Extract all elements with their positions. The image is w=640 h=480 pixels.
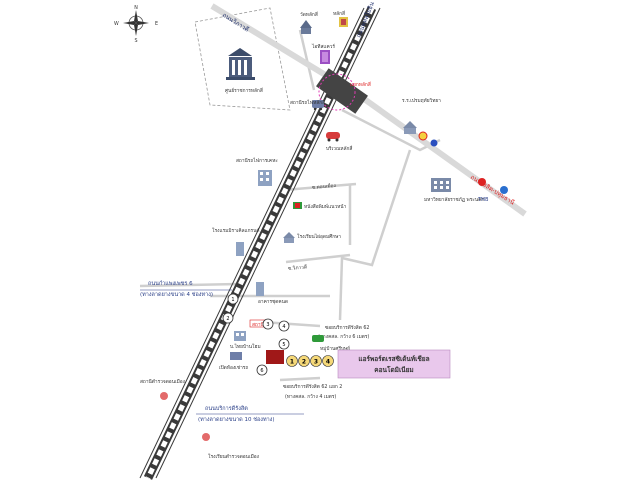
circle-marker: 4 — [278, 320, 290, 332]
circle-marker: 6 — [256, 364, 268, 376]
wat-lak-si-label: วัดหลักสี่ — [300, 11, 318, 18]
condo-icon — [236, 242, 244, 256]
service-road: ถนนบริการดีรังสิต — [205, 405, 248, 412]
soi-62: ซอยบริการดีรังสิต 62 — [325, 324, 369, 331]
lak-si-market-label: บริเวณหลักสี่ — [326, 145, 352, 152]
svg-text:4: 4 — [282, 324, 285, 330]
school-top-label: ร.ร.เปรมฤทัยวิทยา — [402, 98, 441, 104]
bridge-label: แยกหลักสี่ — [350, 81, 371, 88]
compass-n: N — [134, 5, 138, 11]
police-station-label: สถานีตำรวจดอนเมือง — [140, 378, 185, 385]
red-marker-icon — [478, 178, 486, 186]
svg-text:5: 5 — [282, 342, 285, 348]
plaza-icon — [339, 17, 348, 27]
bldg-under-label: อาคารชุดคนด — [258, 299, 288, 305]
shell-icon — [418, 131, 428, 141]
lak-si-plaza-label: หลักสี่ — [333, 10, 345, 17]
kamphaengphet-road: ถนนกำแพงเพชร 6 — [148, 280, 193, 287]
kan-station-label: สถานีรถไฟการเคหะ — [236, 157, 278, 164]
svg-text:1: 1 — [231, 297, 234, 303]
top-right-road-label: ถนนพหลโยธิน — [354, 1, 376, 39]
number-marker-1: 1 — [286, 355, 298, 367]
village-label: หมู่บ้านศรีบุษย์ — [320, 345, 350, 352]
circle-marker: 3 — [262, 318, 274, 330]
police-station-icon — [160, 392, 168, 400]
lak-si-interchange — [316, 68, 368, 114]
bike-shop-icon — [230, 352, 242, 360]
soi-2: ซ.วิภาวดี — [288, 263, 308, 272]
compass-e: E — [155, 21, 158, 27]
compass: N S E W — [114, 5, 158, 44]
number-marker-3: 3 — [310, 355, 322, 367]
car-icon — [326, 132, 340, 142]
circle-marker: 1 — [227, 293, 239, 305]
newspaper-icon — [293, 202, 302, 209]
subject-label-box — [337, 349, 451, 379]
kamphaengphet-sub: (ทางลาดยางขนาด 4 ช่องทาง) — [140, 291, 213, 298]
svg-text:2: 2 — [226, 316, 229, 322]
subject-location-marker — [266, 350, 284, 364]
soi-62-sub: (ทางคสล. กว้าง 6 เมตร) — [318, 333, 369, 340]
lak-si-station-label: สถานีรถไฟหลักสี่ — [290, 99, 325, 106]
university-icon — [431, 178, 451, 192]
insurance-label: หนังสือพิมพ์แนวหน้า — [304, 203, 347, 210]
school-top-icon — [403, 121, 417, 134]
building-icon — [258, 170, 272, 186]
railway — [139, 6, 381, 480]
svg-text:1: 1 — [290, 359, 294, 366]
number-marker-4: 4 — [322, 355, 334, 367]
it-square-icon — [320, 50, 330, 64]
village-icon — [312, 335, 324, 342]
svg-text:6: 6 — [260, 368, 263, 374]
hospital-icon — [202, 433, 210, 441]
government-center-label: ศูนย์ราชการหลักสี่ — [225, 87, 263, 94]
hospital-label: โรงเรียนตำรวจดอนเมือง — [208, 453, 259, 460]
train-icon — [312, 100, 324, 111]
svg-text:3: 3 — [266, 322, 269, 328]
government-center — [226, 48, 255, 80]
it-square-label: ไอทีสแควร์ — [311, 43, 335, 50]
circle-marker: 5 — [278, 338, 290, 350]
svg-text:3: 3 — [314, 359, 318, 366]
bldg-under-icon — [256, 282, 264, 296]
tmb-label: TMB — [477, 197, 488, 203]
interchange-circle — [318, 73, 356, 111]
temple-icon — [300, 20, 312, 34]
compass-w: W — [114, 21, 119, 27]
numbered-markers: 1 2 3 4 — [286, 355, 334, 367]
school-mid-icon — [283, 232, 295, 243]
station-box-label: สถานี — [252, 321, 265, 328]
soi-62-2-sub: (ทางคสล. กว้าง 4 เมตร) — [285, 393, 336, 400]
condo-label: โรงแรมมิราเคิลแกรนด์ — [212, 227, 260, 234]
government-center-area — [194, 7, 291, 111]
school-mid-label: โรงเรียนไผ่อุดมศึกษา — [297, 233, 341, 240]
service-road-sub: (ทางลาดยางขนาด 10 ช่องทาง) — [198, 416, 275, 423]
soi-1: ซ.ดอนเมือง — [312, 182, 337, 191]
blue-marker-icon — [500, 186, 508, 194]
number-marker-2: 2 — [298, 355, 310, 367]
subject-line-2: คอนโดมิเนียม — [374, 365, 413, 374]
ptt-icon — [430, 139, 438, 147]
bike-shop-label: เปิดห้องเช่ารถ — [219, 364, 248, 371]
university-label: มหาวิทยาลัยราชภัฏ พระนคร — [424, 197, 484, 203]
subject-line-1: แอร์พอร์ตเรสซิเด้นท์เชียล — [358, 354, 429, 363]
soi-62-2: ซอยบริการดีรังสิต 62 แยก 2 — [283, 383, 342, 390]
circle-marker: 2 — [222, 312, 234, 324]
svg-text:4: 4 — [326, 359, 330, 366]
svg-text:2: 2 — [302, 359, 306, 366]
circle-markers: 1 2 3 4 5 6 — [222, 293, 290, 376]
school-low-label: บ.ไทยบ้านโฮม — [230, 343, 261, 350]
compass-s: S — [134, 38, 137, 44]
school-low-icon — [234, 331, 246, 341]
